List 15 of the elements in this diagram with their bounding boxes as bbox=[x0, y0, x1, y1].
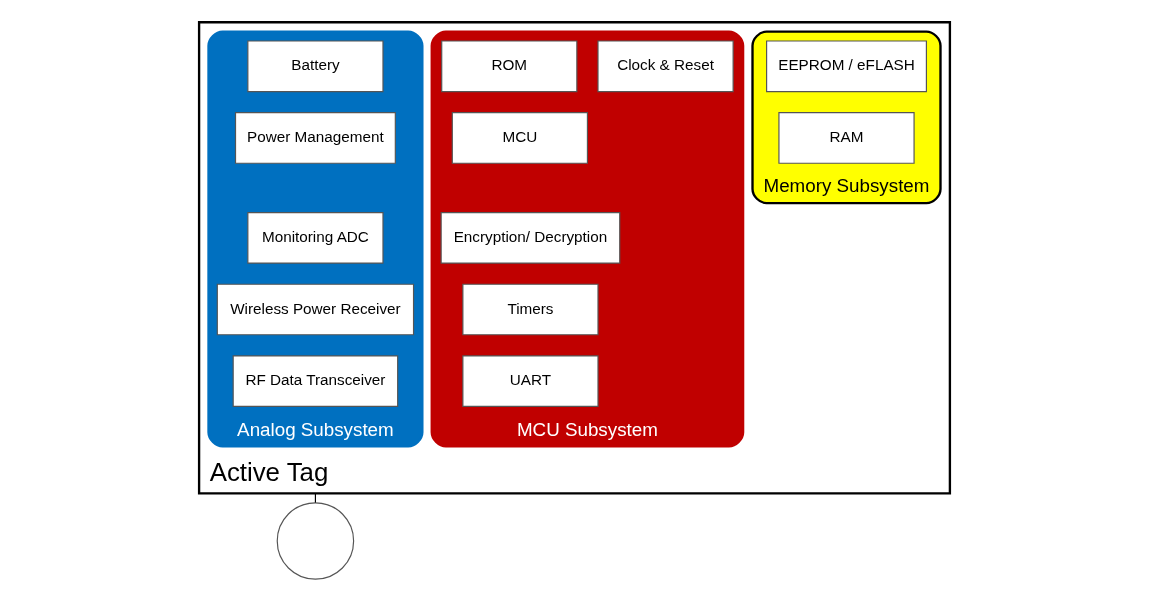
node-box: RF Data Transceiver bbox=[232, 355, 399, 408]
node-box: Encryption/ Decryption bbox=[440, 212, 621, 264]
node-box: RAM bbox=[778, 112, 915, 164]
node-box: Battery bbox=[247, 40, 384, 93]
node-circle bbox=[276, 502, 355, 580]
node-box: ROM bbox=[441, 40, 578, 93]
node-box: MCU bbox=[451, 112, 588, 164]
connector bbox=[314, 492, 316, 504]
node-box: UART bbox=[462, 355, 599, 408]
node-box: Timers bbox=[462, 283, 599, 336]
node-box: Monitoring ADC bbox=[247, 212, 384, 264]
node-box: EEPROM / eFLASH bbox=[766, 40, 927, 93]
node-box: Clock & Reset bbox=[597, 40, 734, 93]
node-box: Wireless Power Receiver bbox=[216, 283, 415, 336]
node-box: Power Management bbox=[234, 112, 396, 164]
